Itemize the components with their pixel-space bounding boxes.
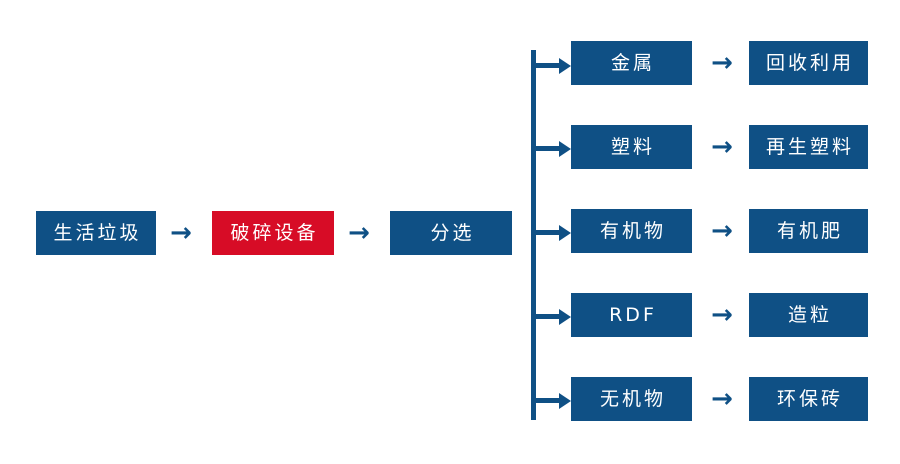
process-box-household-waste[interactable]: 生活垃圾 bbox=[36, 211, 156, 255]
branch-stub-5 bbox=[531, 398, 561, 403]
branch-material-box-2[interactable]: 塑料 bbox=[571, 125, 692, 169]
branch-arrow-right-icon bbox=[559, 140, 571, 157]
branch-product-box-2[interactable]: 再生塑料 bbox=[749, 125, 868, 169]
branch-material-box-4[interactable]: RDF bbox=[571, 293, 692, 337]
branch-product-box-3[interactable]: 有机肥 bbox=[749, 209, 868, 253]
branch-arrow-right-icon bbox=[559, 308, 571, 325]
arrow-right-icon: → bbox=[711, 48, 733, 78]
branch-stub-3 bbox=[531, 230, 561, 235]
branch-material-box-3[interactable]: 有机物 bbox=[571, 209, 692, 253]
branch-material-box-1[interactable]: 金属 bbox=[571, 41, 692, 85]
branch-arrow-right-icon bbox=[559, 57, 571, 74]
branch-product-box-5[interactable]: 环保砖 bbox=[749, 377, 868, 421]
branch-stub-1 bbox=[531, 63, 561, 68]
branch-product-box-1[interactable]: 回收利用 bbox=[749, 41, 868, 85]
branch-material-box-5[interactable]: 无机物 bbox=[571, 377, 692, 421]
arrow-right-icon: → bbox=[711, 132, 733, 162]
branch-stub-2 bbox=[531, 146, 561, 151]
branch-vertical-line bbox=[531, 50, 536, 420]
branch-bus bbox=[531, 50, 575, 420]
process-box-sorting[interactable]: 分选 bbox=[390, 211, 512, 255]
branch-product-box-4[interactable]: 造粒 bbox=[749, 293, 868, 337]
process-box-crushing-equipment[interactable]: 破碎设备 bbox=[212, 211, 334, 255]
arrow-right-icon: → bbox=[170, 218, 192, 248]
arrow-right-icon: → bbox=[711, 216, 733, 246]
branch-stub-4 bbox=[531, 314, 561, 319]
arrow-right-icon: → bbox=[711, 300, 733, 330]
arrow-right-icon: → bbox=[711, 384, 733, 414]
branch-arrow-right-icon bbox=[559, 224, 571, 241]
branch-arrow-right-icon bbox=[559, 392, 571, 409]
arrow-right-icon: → bbox=[348, 218, 370, 248]
